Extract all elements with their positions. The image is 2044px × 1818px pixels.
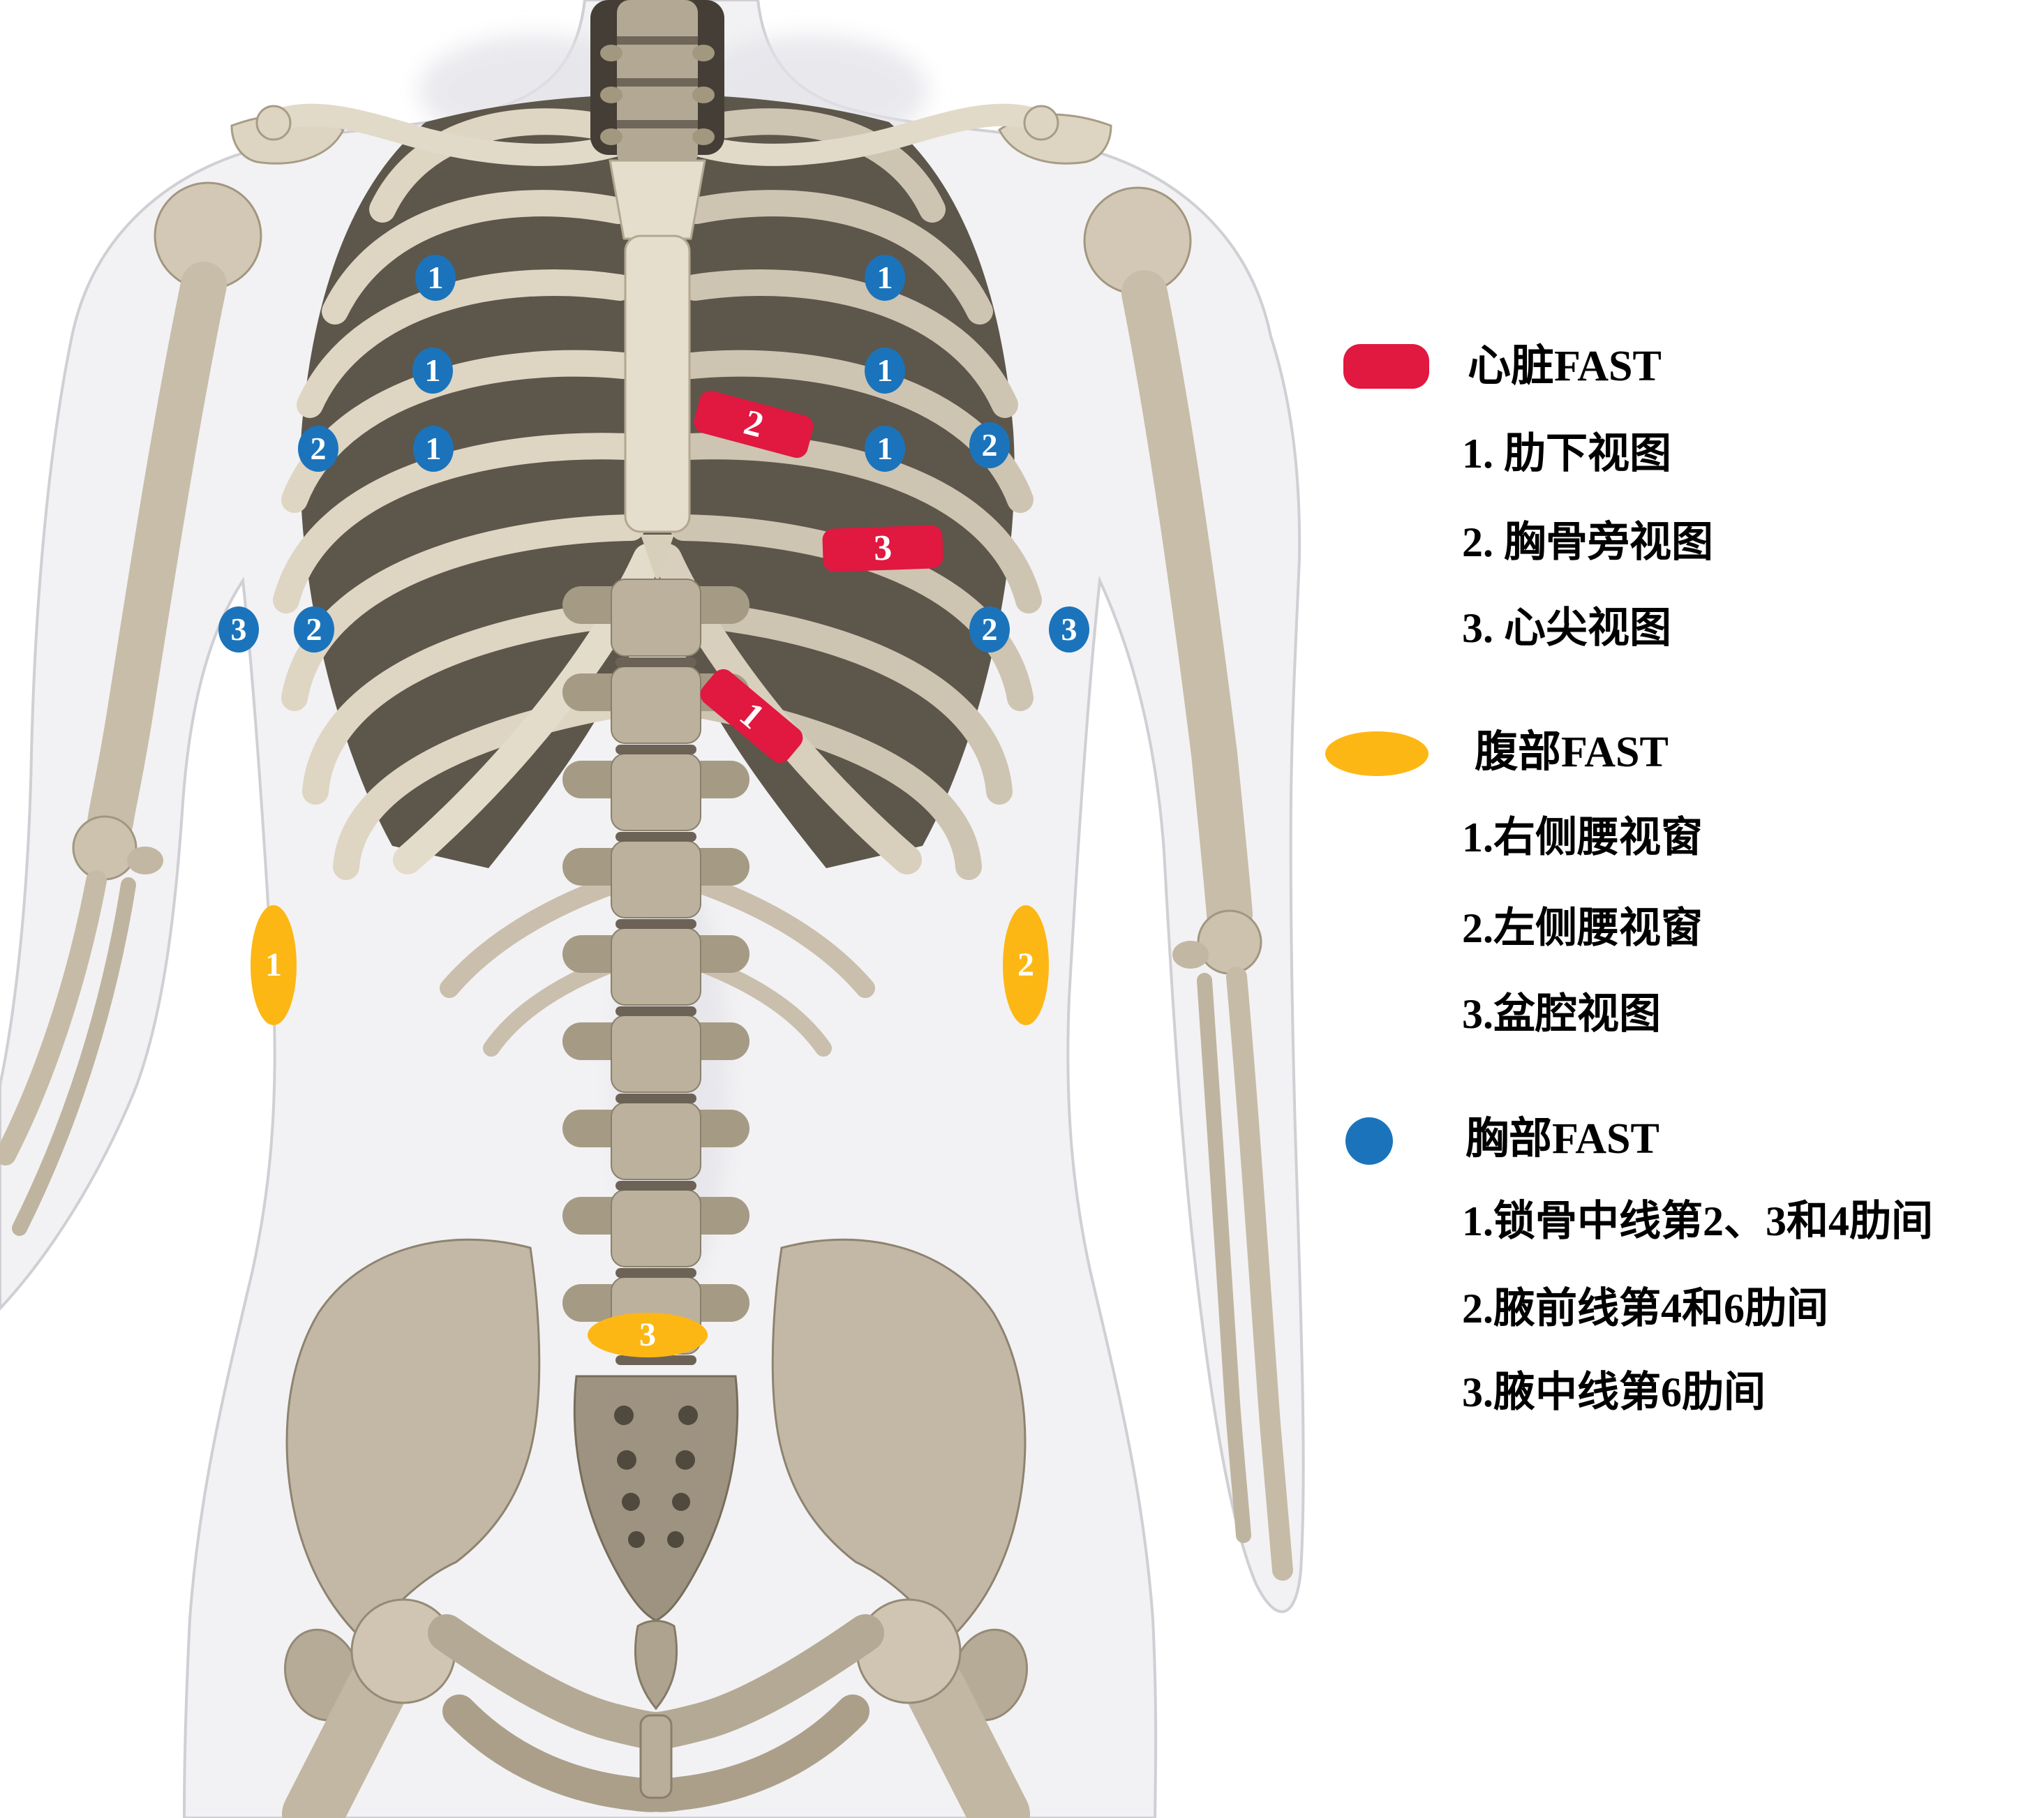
thoracic-fast-marker-2-9: 2: [969, 422, 1010, 468]
right-acromion-knob: [1023, 105, 1059, 141]
cardiac-fast-swatch: [1343, 344, 1429, 389]
thoracic-fast-marker-1-8: 1: [865, 426, 905, 472]
cervical-spine: [590, 0, 724, 166]
legend-item-thoracic-1: 1.锁骨中线第2、3和4肋间: [1462, 1198, 1933, 1244]
thoracic-fast-marker-1-1: 1: [412, 348, 453, 394]
legend-item-abdominal-2: 2.左侧腰视窗: [1462, 905, 1703, 951]
left-arm-bones: [0, 113, 345, 1236]
right-femoral-head: [856, 1598, 962, 1704]
sternum: [609, 159, 706, 583]
thoracic-fast-marker-2-5: 2: [294, 606, 334, 653]
thoracic-fast-marker-1-6: 1: [865, 255, 905, 301]
thoracic-fast-marker-2-2: 2: [298, 426, 338, 472]
legend-item-cardiac-3: 3. 心尖视图: [1462, 605, 1671, 651]
right-arm-bones: [998, 113, 1293, 1581]
pelvis: [282, 1238, 1030, 1818]
legend-title-thoracic: 胸部FAST: [1465, 1115, 1659, 1163]
clavicles: [267, 103, 1048, 166]
left-acromion-knob: [255, 105, 292, 141]
thoracic-fast-marker-1-7: 1: [865, 348, 905, 394]
pubic-symphysis: [639, 1714, 673, 1799]
abdominal-fast-marker-3-17: 3: [588, 1313, 708, 1357]
left-iliac-wing: [285, 1238, 541, 1644]
left-femoral-head: [350, 1598, 456, 1704]
thoracic-fast-marker-3-11: 3: [1049, 606, 1089, 653]
thoracic-fast-marker-1-0: 1: [415, 255, 456, 301]
legend-item-thoracic-2: 2.腋前线第4和6肋间: [1462, 1286, 1828, 1332]
abdominal-fast-marker-2-16: 2: [1003, 905, 1049, 1025]
legend-item-cardiac-1: 1. 肋下视图: [1462, 431, 1671, 477]
legend-item-abdominal-1: 1.右侧腰视窗: [1462, 814, 1703, 860]
thoracic-fast-marker-1-3: 1: [413, 426, 454, 472]
thoracic-fast-swatch: [1345, 1117, 1393, 1165]
right-femur: [904, 1658, 1030, 1818]
legend-item-cardiac-2: 2. 胸骨旁视图: [1462, 519, 1713, 565]
sacral-foramina: [614, 1406, 698, 1548]
abdominal-fast-swatch: [1325, 731, 1428, 776]
legend-title-cardiac: 心脏FAST: [1468, 343, 1662, 390]
legend-item-abdominal-3: 3.盆腔视图: [1462, 991, 1661, 1037]
left-femur: [282, 1658, 408, 1818]
right-iliac-wing: [771, 1238, 1027, 1644]
legend-title-abdominal: 腹部FAST: [1475, 729, 1669, 776]
coccyx: [634, 1620, 678, 1711]
thoracic-fast-marker-3-4: 3: [218, 606, 259, 653]
thoracic-fast-marker-2-10: 2: [969, 606, 1010, 653]
cardiac-fast-marker-3-13: 3: [821, 525, 944, 572]
legend-item-thoracic-3: 3.腋中线第6肋间: [1462, 1369, 1766, 1415]
abdominal-fast-marker-1-15: 1: [251, 905, 297, 1025]
